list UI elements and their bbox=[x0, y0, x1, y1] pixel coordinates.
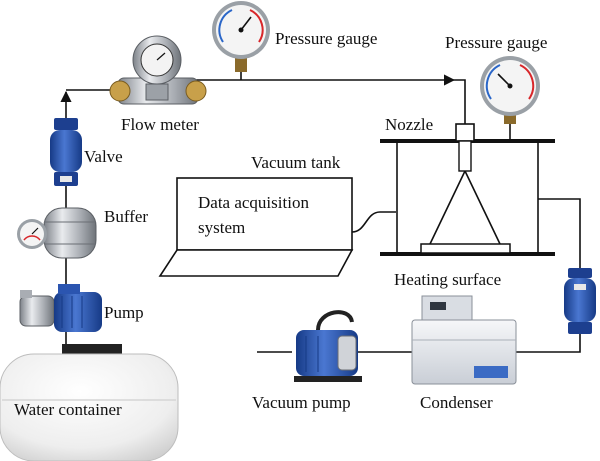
spray-cone-right bbox=[464, 170, 501, 245]
vacuum-pump-casing bbox=[337, 335, 357, 371]
condenser-controller bbox=[421, 295, 473, 325]
pressure-gauge-1-label: Pressure gauge bbox=[275, 29, 377, 48]
pressure-gauge-1 bbox=[212, 1, 270, 72]
condenser bbox=[411, 295, 517, 385]
condenser-badge bbox=[474, 366, 508, 378]
pressure-gauge-2 bbox=[480, 56, 540, 124]
buffer-tank bbox=[43, 207, 97, 259]
gauge-2-needle bbox=[497, 73, 511, 87]
flow-meter-needle bbox=[156, 52, 166, 61]
flow-meter bbox=[109, 35, 207, 105]
water-container bbox=[0, 344, 179, 461]
buffer-gauge-scale bbox=[23, 235, 41, 241]
pressure-gauge-2-label: Pressure gauge bbox=[445, 33, 547, 52]
vacuum-tank-label: Vacuum tank bbox=[251, 153, 341, 172]
laptop-base bbox=[158, 249, 354, 277]
valve-right-bottom-flange bbox=[568, 322, 592, 334]
gauge-1-fitting bbox=[235, 58, 247, 72]
cable-to-tank bbox=[351, 211, 396, 233]
gauge-1-pivot bbox=[238, 27, 244, 33]
data-acquisition-laptop: Data acquisition system bbox=[158, 177, 354, 277]
heating-surface bbox=[420, 243, 511, 254]
vacuum-tank bbox=[380, 118, 555, 256]
spray-cone-left bbox=[429, 170, 466, 245]
condenser-display bbox=[430, 302, 446, 310]
pipe-to-nozzle bbox=[454, 79, 466, 124]
valve-label: Valve bbox=[84, 147, 123, 166]
vacuum-pump bbox=[294, 310, 362, 382]
pump-head bbox=[19, 295, 55, 327]
valve-right-body bbox=[564, 278, 596, 322]
nozzle-body bbox=[458, 140, 472, 172]
flow-meter-label: Flow meter bbox=[121, 115, 199, 134]
pump-motor bbox=[54, 292, 102, 332]
pump-terminal-box bbox=[58, 284, 80, 294]
pump-label: Pump bbox=[104, 303, 144, 322]
data-acquisition-label: Data acquisition bbox=[198, 193, 309, 212]
valve-left-collar bbox=[60, 176, 72, 182]
container-body bbox=[0, 353, 179, 461]
valve-right-collar bbox=[574, 284, 586, 290]
gauge-1-scale-blue bbox=[218, 9, 233, 43]
laptop-screen bbox=[176, 177, 353, 251]
gauge-2-scale-blue bbox=[485, 64, 501, 100]
gauge-2-pivot bbox=[507, 83, 513, 89]
valve-left-top-flange bbox=[54, 118, 78, 130]
condenser-label: Condenser bbox=[420, 393, 493, 412]
valve-left bbox=[50, 118, 82, 186]
pipe-to-condenser bbox=[516, 334, 581, 353]
gauge-2-scale-red bbox=[519, 64, 535, 100]
pump-inlet bbox=[20, 290, 32, 298]
heating-surface-label: Heating surface bbox=[394, 270, 501, 289]
valve-left-body bbox=[50, 130, 82, 172]
water-container-label: Water container bbox=[14, 400, 122, 419]
valve-right bbox=[564, 268, 596, 334]
flow-meter-flange-right bbox=[185, 80, 207, 102]
valve-right-top-flange bbox=[568, 268, 592, 278]
nozzle-label: Nozzle bbox=[385, 115, 433, 134]
buffer-gauge-needle bbox=[31, 227, 39, 235]
vacuum-pump-handle bbox=[316, 310, 354, 331]
gauge-1-scale-red bbox=[249, 9, 264, 43]
buffer bbox=[17, 207, 97, 259]
system-label: system bbox=[198, 218, 245, 237]
flow-meter-flange-left bbox=[109, 80, 131, 102]
buffer-label: Buffer bbox=[104, 207, 148, 226]
nozzle-head bbox=[455, 123, 475, 142]
gauge-1-needle bbox=[240, 16, 252, 31]
pump bbox=[19, 284, 102, 332]
flow-meter-center bbox=[145, 83, 169, 101]
pipe-right-down bbox=[538, 198, 581, 268]
vacuum-pump-label: Vacuum pump bbox=[252, 393, 351, 412]
vacuum-pump-base bbox=[294, 376, 362, 382]
